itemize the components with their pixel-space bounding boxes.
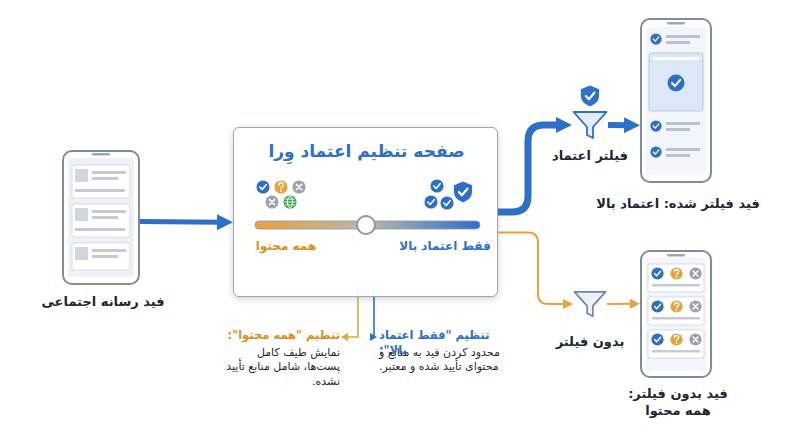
funnel-shape [574,292,605,316]
post-line [92,216,118,219]
post-line [75,189,125,192]
speaker [667,254,685,257]
post-line [75,228,125,231]
post-line [92,249,126,252]
cross-icon [689,267,701,279]
post-line [92,171,126,174]
funnel-outline [572,110,608,140]
leader-line [371,297,374,337]
phone-feed: فید بدون فیلتر: همه محتوا [640,250,712,378]
post-line [666,128,690,131]
post-line [653,57,699,60]
phone-screen [68,153,134,277]
check-icon [650,33,661,44]
post-card [649,53,703,111]
settings-panel: صفحه تنظیم اعتماد وِرا همه محتوا فقط اعتما… [233,127,498,297]
phone-feed: فید فیلتر شده: اعتماد بالا [640,18,712,183]
speaker [92,153,110,156]
funnel-outline [573,290,607,318]
check-icon [651,333,663,345]
mixed-icons [256,180,305,208]
node-label: فید بدون فیلتر: همه محتوا [618,386,738,420]
post-line [92,177,118,180]
filter-funnel: بدون فیلتر [573,290,607,318]
flow-arrow [140,219,223,225]
post-line [666,154,690,157]
globe-icon [283,195,296,208]
bypass-arrow [607,303,634,305]
slider-track [255,221,480,229]
check-icon [424,195,437,208]
check-icon [256,180,269,193]
node-label: فید فیلتر شده: اعتماد بالا [588,196,768,213]
node-label: فیلتر اعتماد [540,148,640,165]
callout-heading: تنظیم "فقط اعتماد بالا": [379,328,511,358]
phone-feed: فید رسانه اجتماعی [62,150,140,285]
post-line [92,210,126,213]
cross-icon [689,333,701,345]
question-icon [670,300,682,312]
post-line [666,122,700,125]
callout-heading: تنظیم "همه محتوا": [212,328,340,343]
funnel-shape [574,112,607,138]
shield-icon [581,86,599,107]
post-line [652,350,700,353]
screen [68,158,134,277]
screen [646,27,706,175]
bypass-arrow [498,232,567,304]
question-icon [274,180,287,193]
callout-body: نمایش طیف کامل پست‌ها، شامل منابع تأیید … [218,346,340,389]
cross-icon [292,180,305,193]
leader-arrowhead [341,333,348,341]
node-label: فید رسانه اجتماعی [33,294,173,311]
flow-arrow [608,122,630,128]
post-image [75,208,88,221]
post-line [666,148,700,151]
slider-label: فقط اعتماد بالا [392,239,498,255]
post-image [75,169,88,182]
shield-icon [454,182,472,203]
callout-body: محدود کردن فید به منابع و محتوای تأیید ش… [379,346,505,375]
post-line [652,317,700,320]
check-icon [668,75,685,92]
question-icon [670,333,682,345]
cross-icon [265,195,278,208]
filter-funnel: فیلتر اعتماد [572,110,608,140]
node-label: صفحه تنظیم اعتماد وِرا [234,140,499,162]
post-line [666,41,690,44]
question-icon [670,267,682,279]
flow-arrow [498,125,562,212]
post-card [648,330,704,358]
speaker [667,22,685,25]
screen [646,258,706,371]
post-line [666,35,700,38]
check-icon [650,120,661,131]
post-card [72,204,130,237]
post-card [72,165,130,198]
cross-icon [689,300,701,312]
post-image [75,247,88,260]
node-label: بدون فیلتر [540,334,640,351]
check-icon [651,300,663,312]
phone-screen [646,22,706,175]
post-card [648,264,704,292]
post-line [652,284,700,287]
leader-line [347,297,358,337]
trusted-icons [424,179,472,209]
leader-arrowhead [370,333,377,341]
phone-screen [646,254,706,371]
check-icon [651,267,663,279]
check-icon [430,179,443,192]
slider-label: همه محتوا [244,239,328,255]
post-line [92,255,118,258]
slider-knob [357,216,375,234]
post-card [72,243,130,270]
post-card [648,297,704,325]
check-icon [440,196,453,209]
check-icon [650,146,661,157]
